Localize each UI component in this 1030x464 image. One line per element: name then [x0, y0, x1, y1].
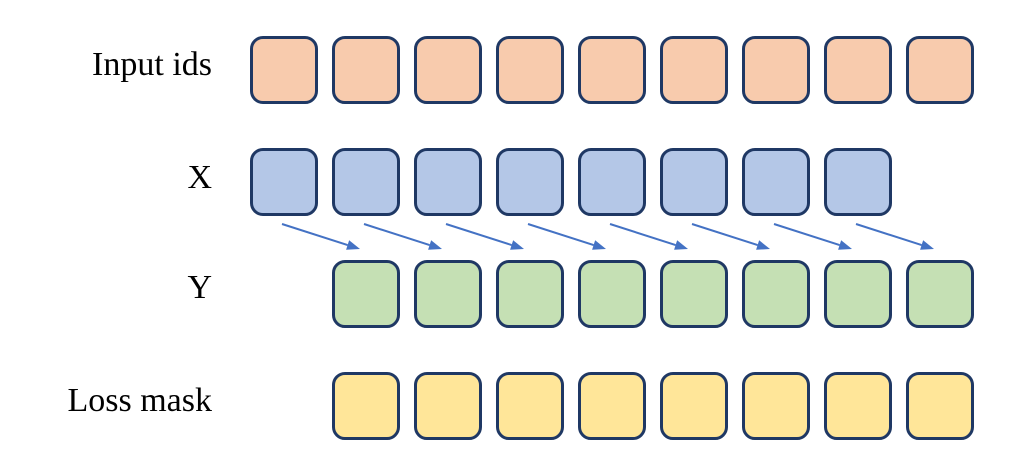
cell-input-ids-0: [250, 36, 318, 104]
arrow-shaft-4: [609, 223, 676, 246]
cell-x-0: [250, 148, 318, 216]
cell-input-ids-6: [742, 36, 810, 104]
cell-loss-mask-0: [332, 372, 400, 440]
cell-y-3: [578, 260, 646, 328]
arrow-head-4: [674, 240, 688, 250]
arrow-shaft-2: [445, 223, 512, 246]
cell-y-0: [332, 260, 400, 328]
cell-input-ids-3: [496, 36, 564, 104]
arrow-head-7: [920, 240, 934, 250]
arrow-head-5: [756, 240, 770, 250]
cell-x-7: [824, 148, 892, 216]
cell-input-ids-7: [824, 36, 892, 104]
cell-loss-mask-7: [906, 372, 974, 440]
arrow-shaft-1: [363, 223, 430, 246]
arrow-head-0: [346, 240, 360, 250]
cell-x-4: [578, 148, 646, 216]
cell-y-5: [742, 260, 810, 328]
cell-x-5: [660, 148, 728, 216]
cell-input-ids-2: [414, 36, 482, 104]
arrow-shaft-0: [281, 223, 348, 246]
arrow-shaft-6: [773, 223, 840, 246]
arrow-head-2: [510, 240, 524, 250]
cell-x-1: [332, 148, 400, 216]
cell-input-ids-4: [578, 36, 646, 104]
row-label-y: Y: [187, 269, 212, 306]
cell-x-2: [414, 148, 482, 216]
cell-loss-mask-3: [578, 372, 646, 440]
cell-loss-mask-1: [414, 372, 482, 440]
cell-input-ids-1: [332, 36, 400, 104]
cell-loss-mask-5: [742, 372, 810, 440]
arrow-head-3: [592, 240, 606, 250]
cell-input-ids-5: [660, 36, 728, 104]
cell-y-7: [906, 260, 974, 328]
cell-x-6: [742, 148, 810, 216]
cell-y-2: [496, 260, 564, 328]
row-label-loss-mask: Loss mask: [67, 382, 213, 419]
cell-loss-mask-2: [496, 372, 564, 440]
row-label-x: X: [187, 159, 212, 196]
arrow-shaft-5: [691, 223, 758, 246]
arrow-shaft-3: [527, 223, 594, 246]
arrow-shaft-7: [855, 223, 922, 246]
cell-loss-mask-6: [824, 372, 892, 440]
arrow-head-1: [428, 240, 442, 250]
cell-y-6: [824, 260, 892, 328]
arrow-head-6: [838, 240, 852, 250]
cell-x-3: [496, 148, 564, 216]
row-label-input-ids: Input ids: [92, 46, 212, 83]
cell-y-4: [660, 260, 728, 328]
cell-y-1: [414, 260, 482, 328]
cell-loss-mask-4: [660, 372, 728, 440]
cell-input-ids-8: [906, 36, 974, 104]
